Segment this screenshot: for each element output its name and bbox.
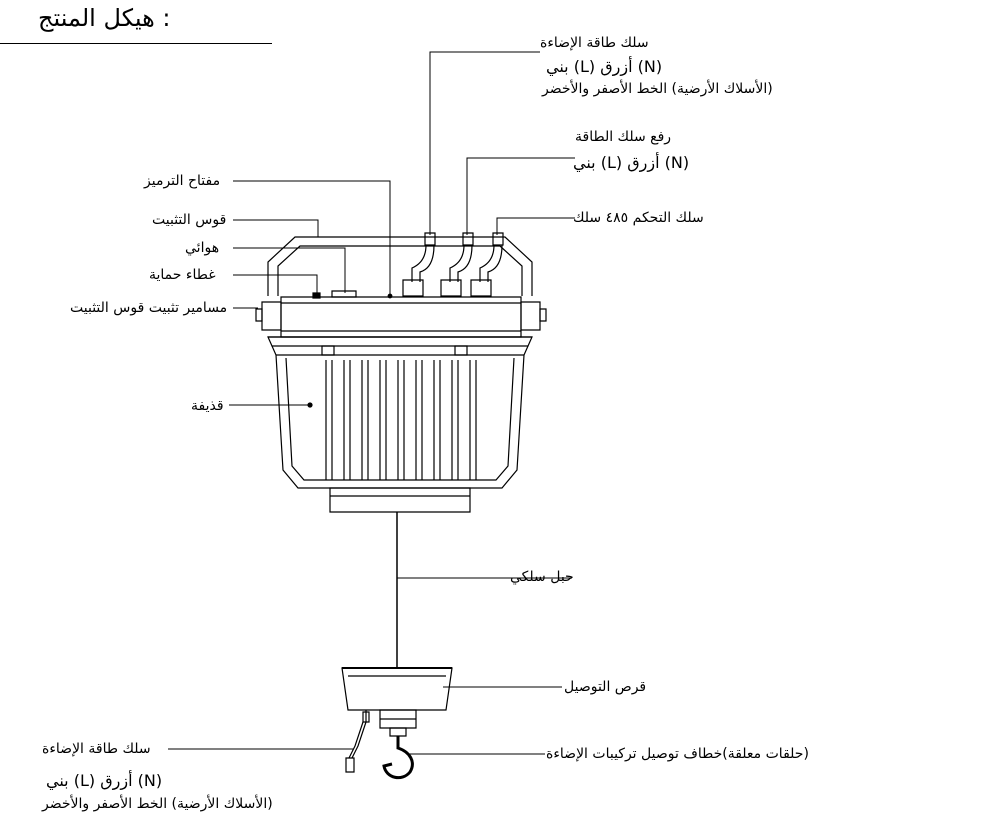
label-bottom-lighting-cable-ground: (الأسلاك الأرضية) الخط الأصفر والأخضر: [42, 796, 273, 812]
label-bottom-lighting-cable: سلك طاقة الإضاءة: [42, 741, 151, 757]
leader-dimming-switch: [233, 181, 390, 296]
bottom-cable-shape: [346, 710, 369, 772]
shell-shape: [272, 346, 528, 512]
page-title: : هيكل المنتج: [38, 4, 171, 32]
label-dimming-switch: مفتاح الترميز: [144, 173, 221, 189]
label-lift-cable-colors: (N) أزرق (L) بني: [573, 153, 690, 172]
label-lift-cable: رفع سلك الطاقة: [575, 129, 672, 145]
cable-glands: [403, 233, 503, 296]
title-underline: [0, 43, 272, 44]
connection-disc-shape: [342, 668, 452, 736]
mounting-bracket-shape: [268, 237, 532, 296]
label-hook: (حلقات معلقة)خطاف توصيل تركيبات الإضاءة: [546, 746, 809, 762]
label-connection-disc: قرص التوصيل: [564, 679, 647, 695]
antenna-shape: [332, 291, 356, 297]
leader-lines: [168, 52, 575, 754]
protective-cover-shape: [313, 293, 320, 298]
shell-fins: [326, 360, 476, 480]
label-lighting-cable-colors: (N) أزرق (L) بني: [546, 57, 663, 76]
label-bottom-lighting-cable-colors: (N) أزرق (L) بني: [46, 771, 163, 790]
hook-shape: [384, 736, 412, 778]
label-lighting-cable: سلك طاقة الإضاءة: [540, 35, 649, 51]
label-wire-rope: حبل سلكي: [510, 569, 574, 585]
label-lighting-cable-ground: (الأسلاك الأرضية) الخط الأصفر والأخضر: [542, 81, 773, 97]
label-antenna: هوائي: [185, 240, 220, 256]
leader-antenna: [233, 248, 345, 293]
leader-protective-cover: [233, 275, 317, 295]
label-control-cable: سلك التحكم ٤٨٥ سلك: [573, 210, 704, 226]
leader-mounting-bracket: [233, 220, 318, 237]
leader-lighting-cable: [430, 52, 540, 235]
leader-lift-cable: [467, 158, 575, 235]
label-shell: قذيفة: [191, 398, 224, 414]
lid-shape: [256, 297, 546, 355]
label-bracket-screws: مسامير تثبيت قوس التثبيت: [70, 300, 228, 316]
label-protective-cover: غطاء حماية: [149, 267, 216, 283]
leader-control-cable: [497, 218, 575, 235]
label-mounting-bracket: قوس التثبيت: [152, 212, 227, 228]
